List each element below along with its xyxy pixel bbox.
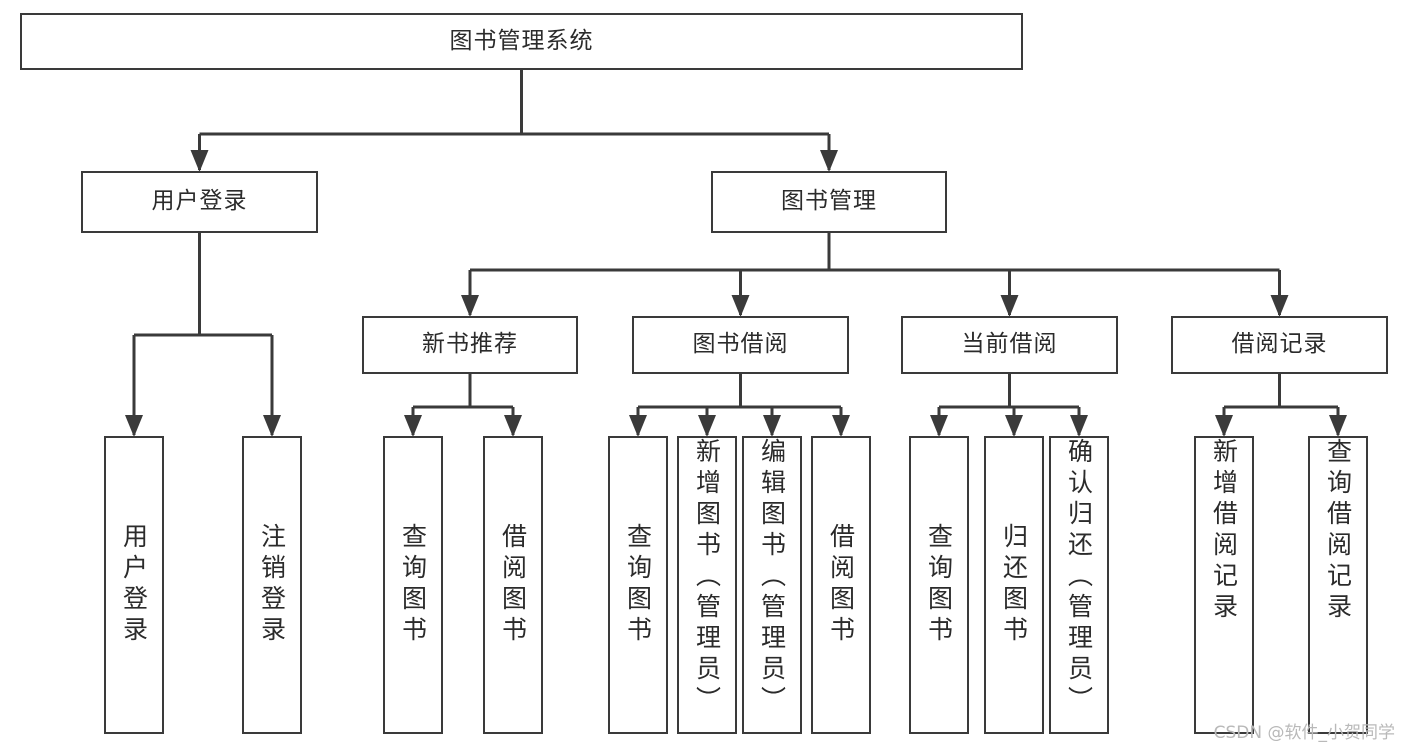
- node-root[interactable]: 图书管理系统: [20, 13, 1023, 70]
- node-label: 图书借阅: [692, 331, 789, 358]
- node-label: 查询图书: [924, 523, 954, 647]
- node-leaf3[interactable]: 查询图书: [383, 436, 443, 734]
- node-label: 借阅图书: [498, 523, 528, 647]
- node-leaf12[interactable]: 新增借阅记录: [1194, 436, 1254, 734]
- node-label: 注销登录: [257, 523, 287, 647]
- node-l2c[interactable]: 当前借阅: [901, 316, 1118, 374]
- node-label: 新增图书（管理员）: [692, 438, 722, 717]
- node-leaf13[interactable]: 查询借阅记录: [1308, 436, 1368, 734]
- node-label: 借阅图书: [826, 523, 856, 647]
- node-l1a[interactable]: 用户登录: [81, 171, 318, 233]
- node-leaf11[interactable]: 确认归还（管理员）: [1049, 436, 1109, 734]
- node-label: 借阅记录: [1231, 331, 1328, 358]
- node-label: 新书推荐: [422, 331, 518, 358]
- node-leaf8[interactable]: 借阅图书: [811, 436, 871, 734]
- node-l2b[interactable]: 图书借阅: [632, 316, 849, 374]
- node-leaf5[interactable]: 查询图书: [608, 436, 668, 734]
- node-leaf7[interactable]: 编辑图书（管理员）: [742, 436, 802, 734]
- node-l1b[interactable]: 图书管理: [711, 171, 947, 233]
- node-leaf9[interactable]: 查询图书: [909, 436, 969, 734]
- node-label: 归还图书: [999, 523, 1029, 647]
- node-leaf6[interactable]: 新增图书（管理员）: [677, 436, 737, 734]
- node-leaf2[interactable]: 注销登录: [242, 436, 302, 734]
- node-leaf4[interactable]: 借阅图书: [483, 436, 543, 734]
- node-label: 查询借阅记录: [1323, 438, 1353, 624]
- node-label: 图书管理系统: [449, 27, 594, 54]
- node-label: 当前借阅: [961, 331, 1058, 358]
- node-label: 新增借阅记录: [1209, 438, 1239, 624]
- node-leaf10[interactable]: 归还图书: [984, 436, 1044, 734]
- node-l2a[interactable]: 新书推荐: [362, 316, 578, 374]
- node-l2d[interactable]: 借阅记录: [1171, 316, 1388, 374]
- node-label: 确认归还（管理员）: [1064, 438, 1094, 717]
- node-label: 用户登录: [119, 523, 149, 647]
- node-label: 用户登录: [151, 188, 248, 215]
- node-label: 查询图书: [623, 523, 653, 647]
- node-label: 编辑图书（管理员）: [757, 438, 787, 717]
- node-label: 查询图书: [398, 523, 428, 647]
- node-leaf1[interactable]: 用户登录: [104, 436, 164, 734]
- node-label: 图书管理: [781, 188, 877, 215]
